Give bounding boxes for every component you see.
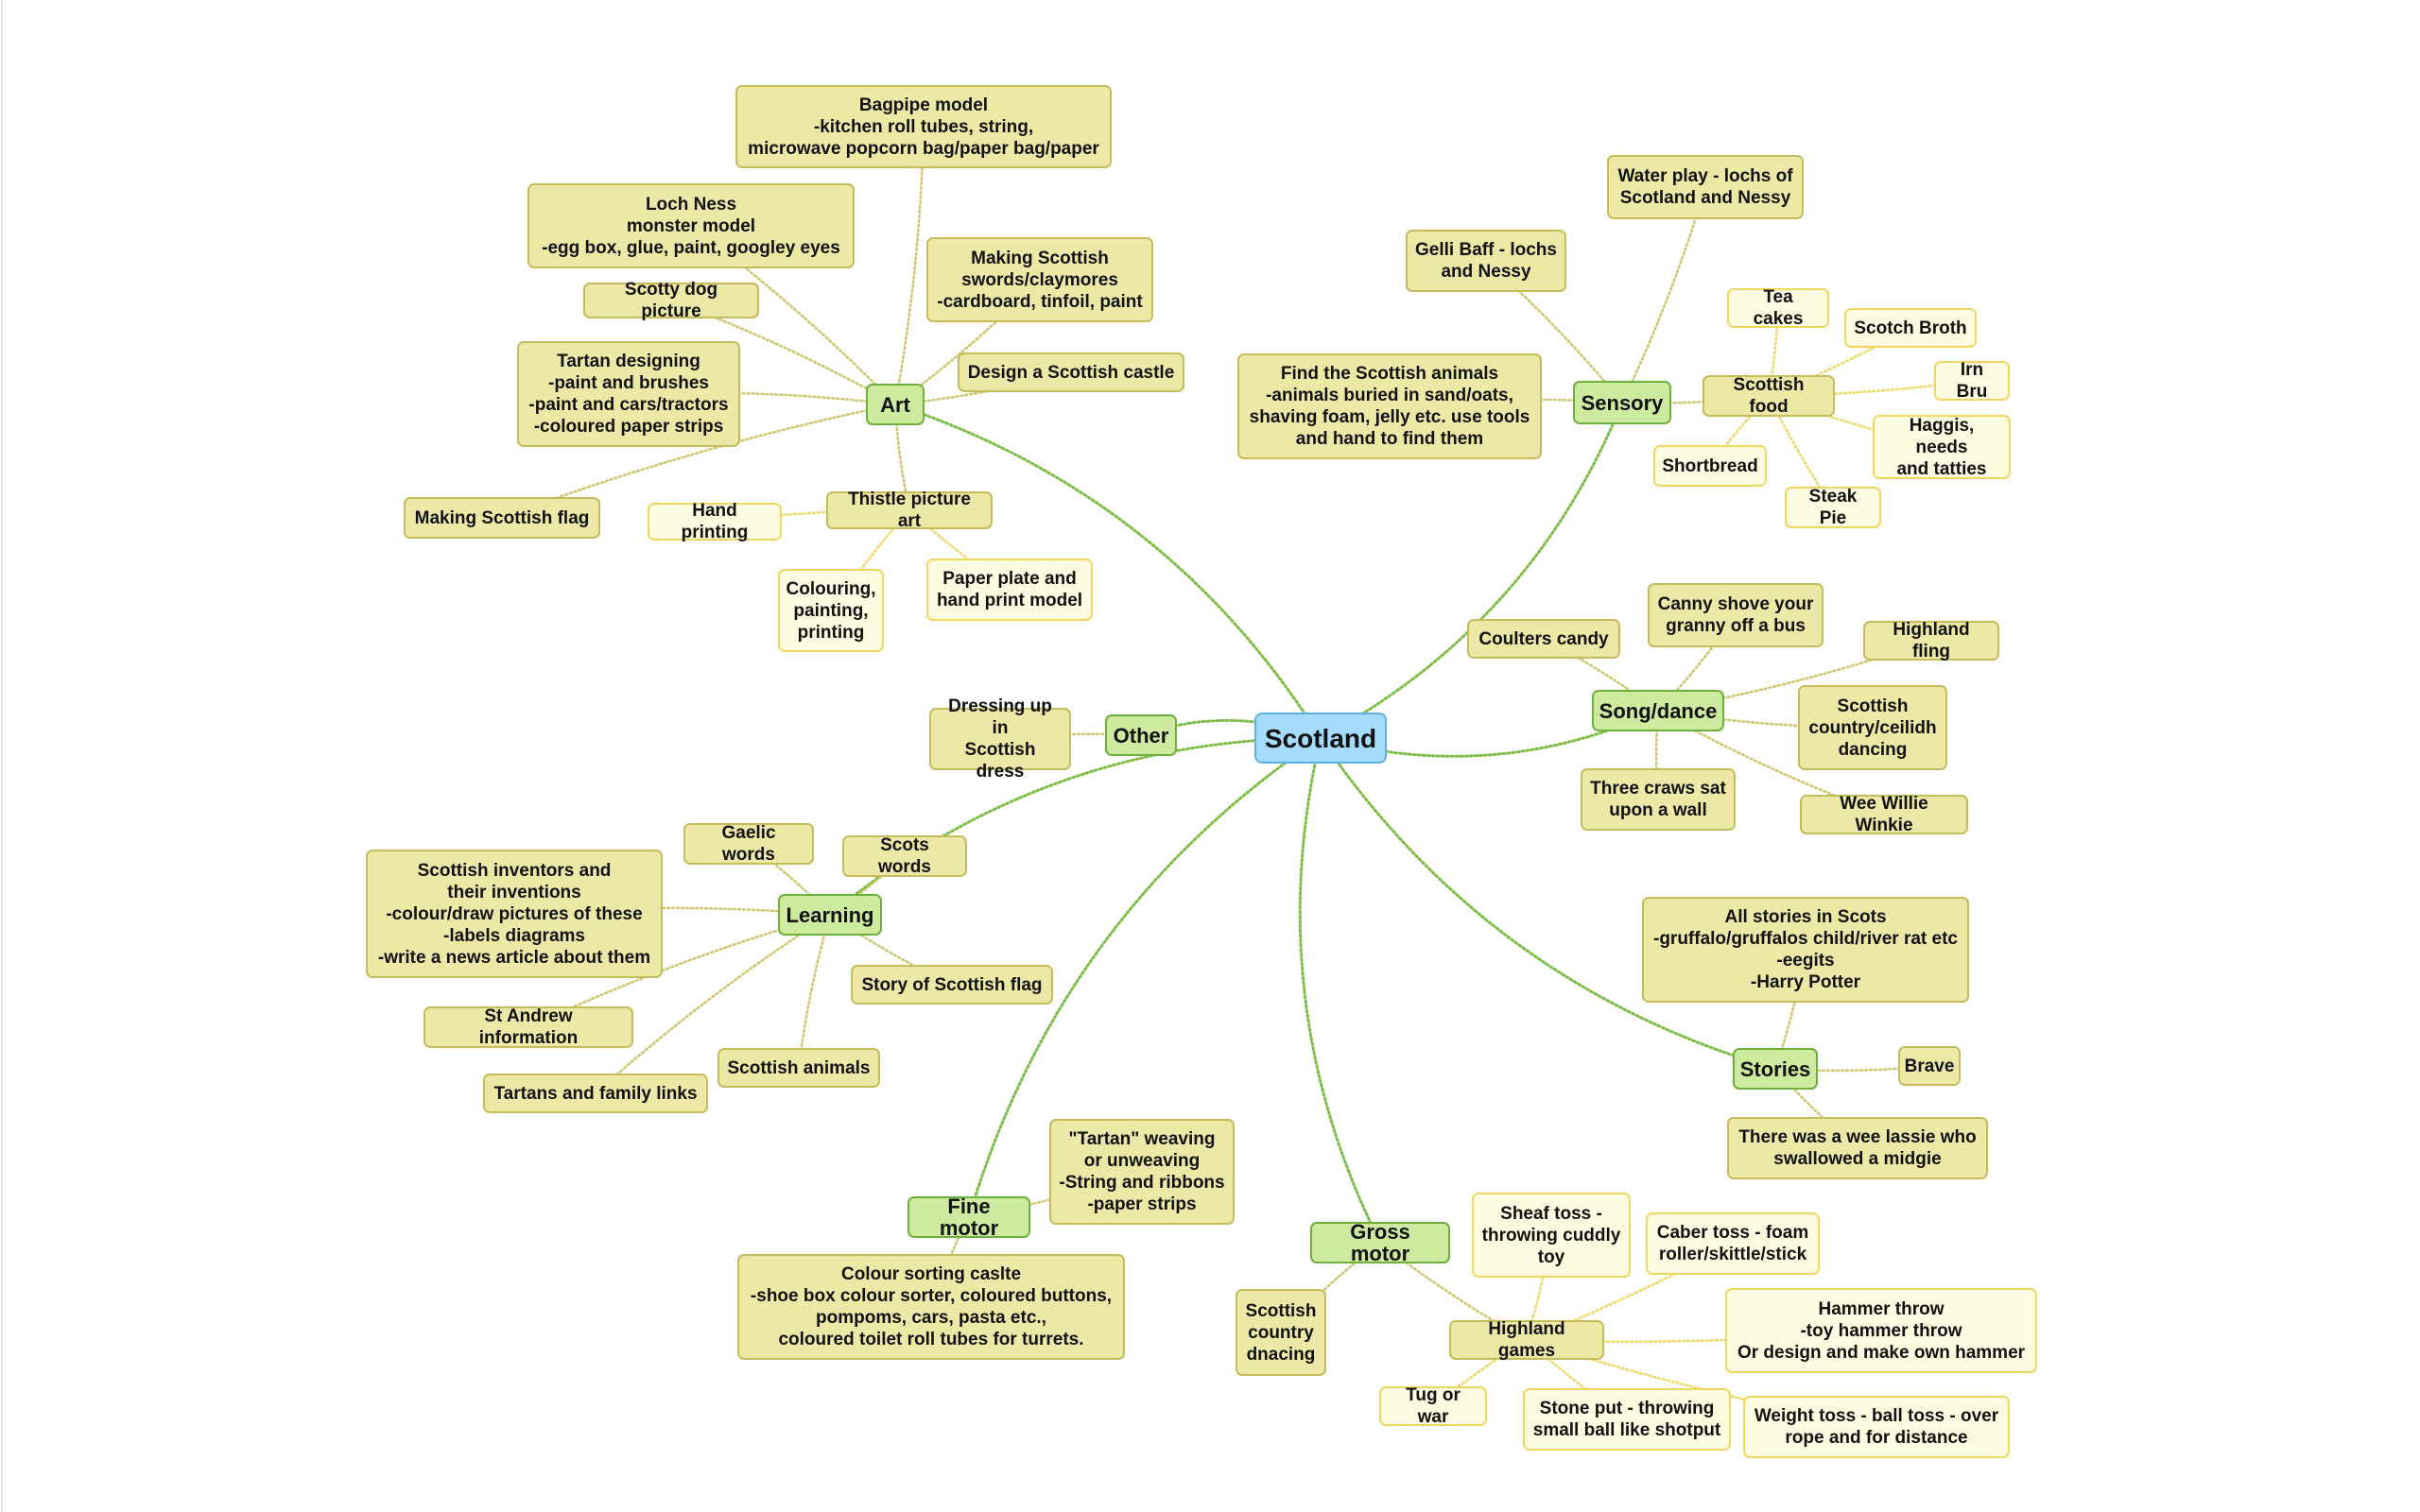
node-tea-cakes[interactable]: Tea cakes xyxy=(1727,287,1829,329)
node-shortbread[interactable]: Shortbread xyxy=(1653,445,1767,487)
branch-fine-motor[interactable]: Fine motor xyxy=(908,1195,1030,1239)
node-irn-bru[interactable]: Irn Bru xyxy=(1934,360,2010,402)
branch-other[interactable]: Other xyxy=(1105,714,1177,756)
node-loch-ness-model[interactable]: Loch Ness monster model -egg box, glue, … xyxy=(527,183,855,268)
connector-branch-stories xyxy=(1319,736,1777,1071)
connector-node-scottish-animals xyxy=(797,913,832,1070)
node-scotch-broth[interactable]: Scotch Broth xyxy=(1844,308,1977,348)
node-tug-of-war[interactable]: Tug or war xyxy=(1379,1385,1487,1427)
node-dressing-up[interactable]: Dressing up in Scottish dress xyxy=(929,696,1071,782)
node-scottish-animals[interactable]: Scottish animals xyxy=(717,1048,880,1088)
node-making-flag[interactable]: Making Scottish flag xyxy=(404,497,600,539)
node-flag-story[interactable]: Story of Scottish flag xyxy=(851,965,1053,1005)
connector-branch-fine-motor xyxy=(967,736,1322,1219)
node-stone-put[interactable]: Stone put - throwing small ball like sho… xyxy=(1523,1388,1731,1451)
node-hammer-throw[interactable]: Hammer throw -toy hammer throw Or design… xyxy=(1725,1288,2037,1373)
node-tartans-family[interactable]: Tartans and family links xyxy=(483,1074,708,1113)
node-colour-sorting[interactable]: Colour sorting caslte -shoe box colour s… xyxy=(737,1254,1125,1360)
node-hand-printing[interactable]: Hand printing xyxy=(648,501,782,542)
node-highland-fling[interactable]: Highland fling xyxy=(1863,620,1999,662)
node-wee-lassie[interactable]: There was a wee lassie who swallowed a m… xyxy=(1727,1117,1988,1179)
node-st-andrew[interactable]: St Andrew information xyxy=(424,1006,633,1048)
node-water-play[interactable]: Water play - lochs of Scotland and Nessy xyxy=(1607,155,1804,219)
node-coulters-candy[interactable]: Coulters candy xyxy=(1467,619,1620,659)
node-inventors[interactable]: Scottish inventors and their inventions … xyxy=(366,850,663,978)
connector-branch-art xyxy=(893,403,1322,740)
node-sheaf-toss[interactable]: Sheaf toss - throwing cuddly toy xyxy=(1472,1193,1631,1278)
node-three-craws[interactable]: Three craws sat upon a wall xyxy=(1581,768,1736,831)
branch-gross-motor[interactable]: Gross motor xyxy=(1310,1221,1450,1264)
left-border xyxy=(1,0,3,1512)
node-thistle[interactable]: Thistle picture art xyxy=(826,490,993,531)
branch-learning[interactable]: Learning xyxy=(778,894,882,936)
node-find-animals[interactable]: Find the Scottish animals -animals burie… xyxy=(1237,353,1542,459)
node-ceilidh[interactable]: Scottish country/ceilidh dancing xyxy=(1798,685,1947,770)
node-highland-games[interactable]: Highland games xyxy=(1449,1319,1604,1361)
node-all-stories[interactable]: All stories in Scots -gruffalo/gruffalos… xyxy=(1642,897,1969,1003)
branch-art[interactable]: Art xyxy=(866,384,925,425)
node-brave[interactable]: Brave xyxy=(1898,1046,1961,1086)
node-wee-willie[interactable]: Wee Willie Winkie xyxy=(1800,794,1968,835)
node-caber-toss[interactable]: Caber toss - foam roller/skittle/stick xyxy=(1646,1212,1820,1275)
connector-branch-learning xyxy=(828,736,1322,917)
node-haggis[interactable]: Haggis, needs and tatties xyxy=(1873,415,2011,479)
node-canny-shove[interactable]: Canny shove your granny off a bus xyxy=(1648,583,1824,647)
node-gelli-baff[interactable]: Gelli Baff - lochs and Nessy xyxy=(1406,230,1566,292)
branch-song-dance[interactable]: Song/dance xyxy=(1592,690,1724,731)
branch-stories[interactable]: Stories xyxy=(1733,1048,1818,1090)
connector-branch-gross-motor xyxy=(1298,736,1382,1245)
connector-node-bagpipe-model xyxy=(893,125,925,406)
connector-branch-sensory xyxy=(1319,401,1624,740)
node-scots-words[interactable]: Scots words xyxy=(842,835,967,877)
node-gaelic-words[interactable]: Gaelic words xyxy=(683,823,814,865)
branch-sensory[interactable]: Sensory xyxy=(1573,381,1671,424)
node-swords[interactable]: Making Scottish swords/claymores -cardbo… xyxy=(926,237,1153,322)
node-country-dancing[interactable]: Scottish country dnacing xyxy=(1236,1289,1326,1376)
node-steak-pie[interactable]: Steak Pie xyxy=(1785,487,1881,528)
node-scottish-food[interactable]: Scottish food xyxy=(1703,375,1835,417)
node-tartan-designing[interactable]: Tartan designing -paint and brushes -pai… xyxy=(517,341,740,447)
node-castle[interactable]: Design a Scottish castle xyxy=(958,352,1184,392)
node-tartan-weaving[interactable]: "Tartan" weaving or unweaving -String an… xyxy=(1049,1119,1235,1225)
node-weight-toss[interactable]: Weight toss - ball toss - over rope and … xyxy=(1743,1396,2010,1458)
connector-node-tartans-family xyxy=(594,913,832,1095)
node-bagpipe-model[interactable]: Bagpipe model -kitchen roll tubes, strin… xyxy=(735,85,1112,168)
node-scotland[interactable]: Scotland xyxy=(1254,713,1387,764)
connector-node-water-play xyxy=(1620,185,1707,404)
node-colouring[interactable]: Colouring, painting, printing xyxy=(778,569,884,652)
node-paper-plate[interactable]: Paper plate and hand print model xyxy=(926,558,1093,621)
node-scotty-dog[interactable]: Scotty dog picture xyxy=(583,280,759,321)
